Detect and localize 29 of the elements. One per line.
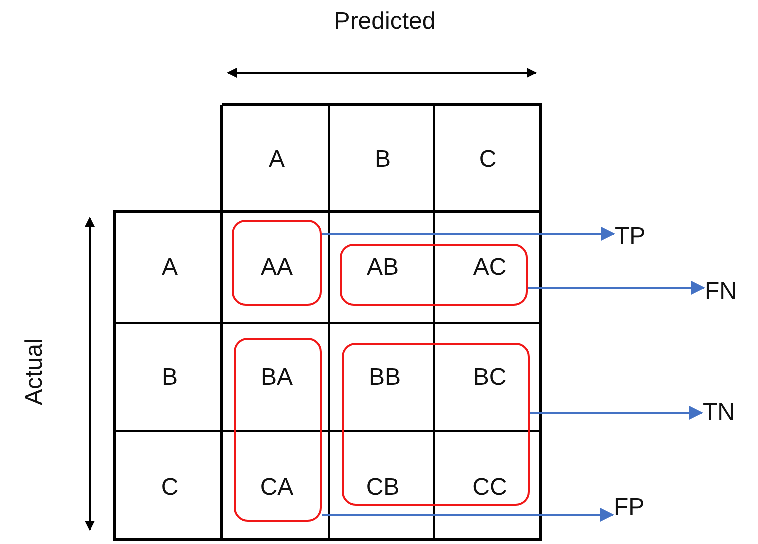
- outcome-label: FP: [614, 494, 645, 522]
- row-header: B: [162, 364, 178, 392]
- outcome-label: TP: [615, 223, 646, 251]
- rounded-outline: [342, 343, 530, 506]
- arrow: [528, 281, 706, 295]
- matrix-cell-text: CA: [260, 474, 294, 502]
- matrix-cell-text: BA: [261, 364, 293, 392]
- matrix-cell-text: BC: [473, 364, 507, 392]
- arrow: [530, 406, 704, 420]
- axis-title: Predicted: [334, 8, 436, 36]
- matrix-cell-text: AA: [261, 254, 293, 282]
- rounded-outline: [234, 338, 322, 522]
- matrix-cell-text: BB: [369, 364, 401, 392]
- arrow: [322, 508, 614, 522]
- row-header: C: [161, 474, 179, 502]
- column-header: B: [375, 146, 391, 174]
- matrix-cell-text: CC: [472, 474, 508, 502]
- column-header: A: [269, 146, 285, 174]
- outcome-label: TN: [703, 399, 735, 427]
- axis-title: Actual: [21, 338, 49, 406]
- matrix-cell-text: AC: [473, 254, 507, 282]
- row-header: A: [162, 254, 178, 282]
- rounded-outline: [340, 244, 528, 306]
- matrix-cell-text: CB: [366, 474, 400, 502]
- outcome-label: FN: [705, 278, 737, 306]
- arrow: [322, 227, 616, 241]
- matrix-cell-text: AB: [367, 254, 399, 282]
- column-header: C: [479, 146, 497, 174]
- rounded-outline: [232, 220, 322, 306]
